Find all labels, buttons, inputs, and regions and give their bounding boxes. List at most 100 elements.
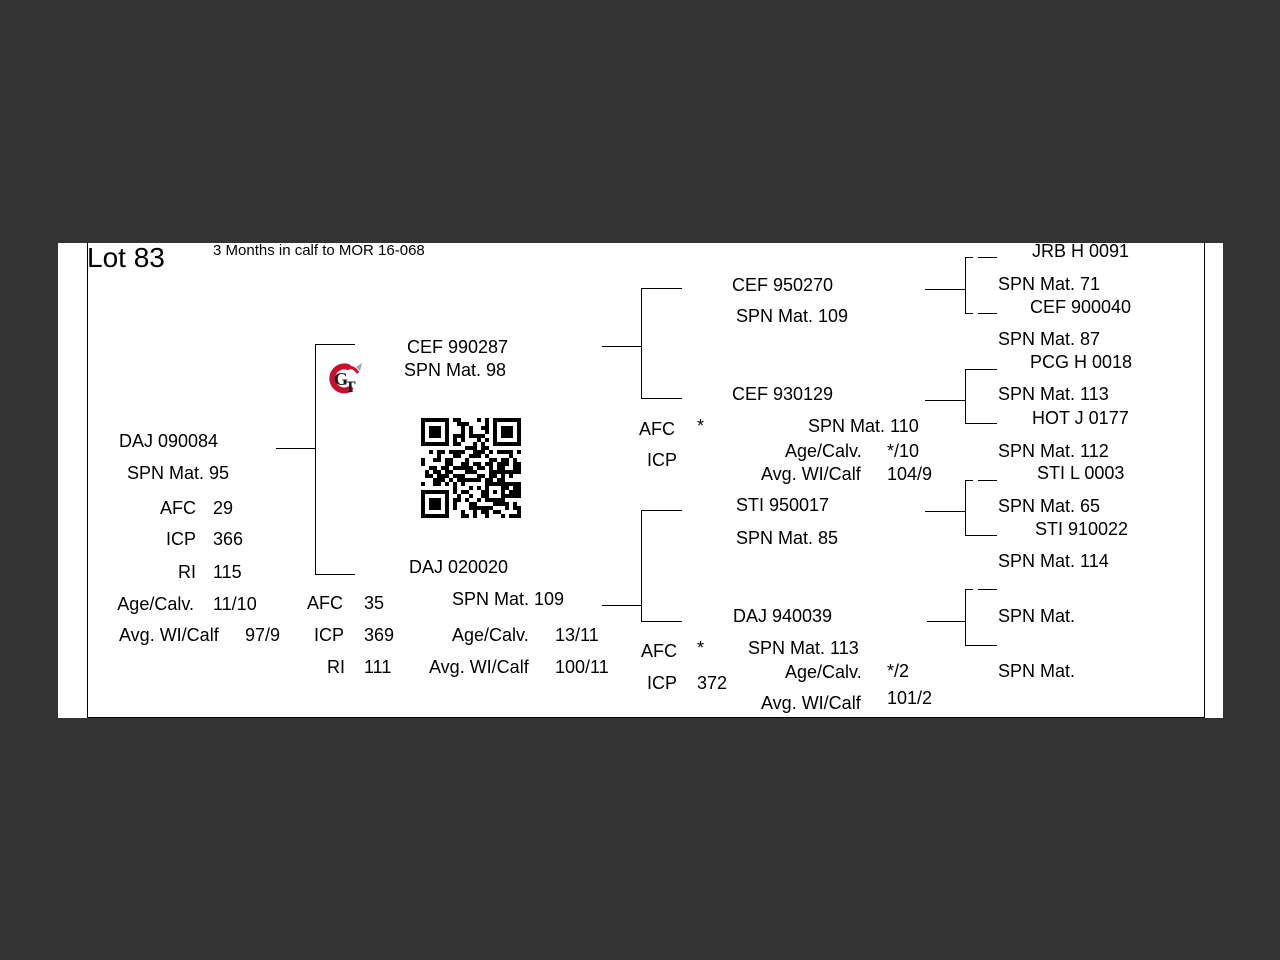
- animal-stat-label: Age/Calv.: [117, 594, 194, 614]
- connector: [965, 369, 966, 424]
- maternal-granddam-id: DAJ 940039: [733, 606, 833, 626]
- sire-stat-label: Age/Calv.: [785, 441, 862, 461]
- sire-stat-value: */10: [887, 441, 920, 461]
- sire-stat-value: 104/9: [887, 464, 933, 484]
- connector: [965, 369, 997, 370]
- connector: [315, 344, 316, 575]
- connector: [315, 344, 355, 345]
- great-grandparent-spn: SPN Mat. 114: [998, 551, 1109, 571]
- animal-stat-value: 115: [213, 562, 242, 582]
- paternal-grandsire-id: CEF 950270: [732, 275, 834, 295]
- great-grandparent-spn: SPN Mat.: [998, 661, 1076, 681]
- paternal-granddam-id: CEF 930129: [732, 384, 834, 404]
- great-grandparent-spn: SPN Mat. 113: [998, 384, 1109, 404]
- connector: [965, 423, 997, 424]
- animal-id: DAJ 090084: [119, 431, 219, 451]
- connector: [965, 480, 966, 536]
- great-grandparent-spn: SPN Mat.: [998, 606, 1076, 626]
- great-grandparent-id: PCG H 0018: [1030, 352, 1133, 372]
- gt-logo: G T: [326, 361, 366, 404]
- sire-stat-label: Avg. WI/Calf: [761, 464, 861, 484]
- sheet-bottom-border: [87, 717, 1205, 718]
- great-grandparent-spn: SPN Mat. 87: [998, 329, 1101, 349]
- maternal-grandsire-spn: SPN Mat. 85: [736, 528, 839, 548]
- animal-stat-label: AFC: [160, 498, 196, 518]
- dam-stat-value: 100/11: [555, 657, 609, 677]
- great-grandparent-id: STI 910022: [1035, 519, 1129, 539]
- connector: [965, 480, 973, 481]
- connector: [925, 511, 966, 512]
- granddam-stat-label: Age/Calv.: [785, 662, 862, 682]
- dam-stat-value: 369: [364, 625, 395, 645]
- sheet-right-border: [1204, 243, 1205, 718]
- pedigree-sheet: Lot 83 3 Months in calf to MOR 16-068 DA…: [58, 243, 1223, 718]
- connector: [641, 510, 642, 622]
- granddam-stat-value: 372: [697, 673, 728, 693]
- dam-stat-value: 111: [364, 657, 392, 677]
- connector: [641, 510, 682, 511]
- connector: [641, 288, 682, 289]
- granddam-stat-value: */2: [887, 661, 910, 681]
- connector: [965, 257, 966, 313]
- paternal-grandsire-spn: SPN Mat. 109: [736, 306, 849, 326]
- great-grandparent-spn: SPN Mat. 71: [998, 274, 1101, 294]
- dam-stat-label: AFC: [307, 593, 343, 613]
- maternal-granddam-spn: SPN Mat. 113: [748, 638, 859, 658]
- animal-stat-value: 29: [213, 498, 234, 518]
- connector: [925, 400, 966, 401]
- animal-spn: SPN Mat. 95: [127, 463, 230, 483]
- granddam-stat-label: Avg. WI/Calf: [761, 693, 861, 713]
- logo-t: T: [345, 379, 356, 396]
- great-grandparent-id: HOT J 0177: [1032, 408, 1129, 428]
- connector: [978, 589, 997, 590]
- great-grandparent-spn: SPN Mat. 112: [998, 441, 1109, 461]
- connector: [602, 346, 642, 347]
- dam-stat-value: 13/11: [555, 625, 599, 645]
- great-grandparent-spn: SPN Mat. 65: [998, 496, 1101, 516]
- connector: [965, 257, 973, 258]
- connector: [276, 448, 316, 449]
- granddam-stat-label: ICP: [647, 673, 678, 693]
- connector: [641, 398, 682, 399]
- great-grandparent-id: JRB H 0091: [1032, 243, 1130, 261]
- dam-id: DAJ 020020: [409, 557, 509, 577]
- sire-stat-extra: SPN Mat. 110: [808, 416, 919, 436]
- connector: [965, 313, 973, 314]
- sire-spn: SPN Mat. 98: [404, 360, 507, 380]
- animal-stat-label: RI: [178, 562, 196, 582]
- connector: [315, 574, 355, 575]
- connector: [925, 289, 966, 290]
- great-grandparent-id: STI L 0003: [1037, 463, 1125, 483]
- lot-note: 3 Months in calf to MOR 16-068: [213, 243, 425, 259]
- sheet-left-border: [87, 243, 88, 718]
- connector: [965, 589, 966, 646]
- logo-g: G: [334, 369, 348, 389]
- qr-code: [421, 418, 521, 523]
- dam-stat-value: 35: [364, 593, 385, 613]
- animal-stat-label: ICP: [165, 529, 196, 549]
- connector: [965, 535, 997, 536]
- connector: [927, 621, 966, 622]
- connector: [965, 645, 997, 646]
- animal-stat-value: 366: [213, 529, 244, 549]
- dam-stat-label: RI: [327, 657, 345, 677]
- connector: [978, 257, 997, 258]
- granddam-stat-value: 101/2: [887, 688, 933, 708]
- maternal-grandsire-id: STI 950017: [736, 495, 830, 515]
- sire-stat-value: *: [697, 416, 705, 436]
- sire-id: CEF 990287: [407, 337, 509, 357]
- granddam-stat-value: *: [697, 638, 705, 658]
- lot-title: Lot 83: [87, 243, 165, 273]
- connector: [978, 480, 997, 481]
- great-grandparent-id: CEF 900040: [1030, 297, 1132, 317]
- animal-stat-label: Avg. WI/Calf: [119, 625, 219, 645]
- connector: [965, 589, 973, 590]
- granddam-stat-label: AFC: [641, 641, 677, 661]
- connector: [641, 288, 642, 399]
- dam-stat-label: Avg. WI/Calf: [429, 657, 529, 677]
- connector: [602, 605, 642, 606]
- dam-stat-label: ICP: [314, 625, 345, 645]
- connector: [641, 621, 682, 622]
- connector: [978, 313, 997, 314]
- sire-stat-label: ICP: [647, 450, 678, 470]
